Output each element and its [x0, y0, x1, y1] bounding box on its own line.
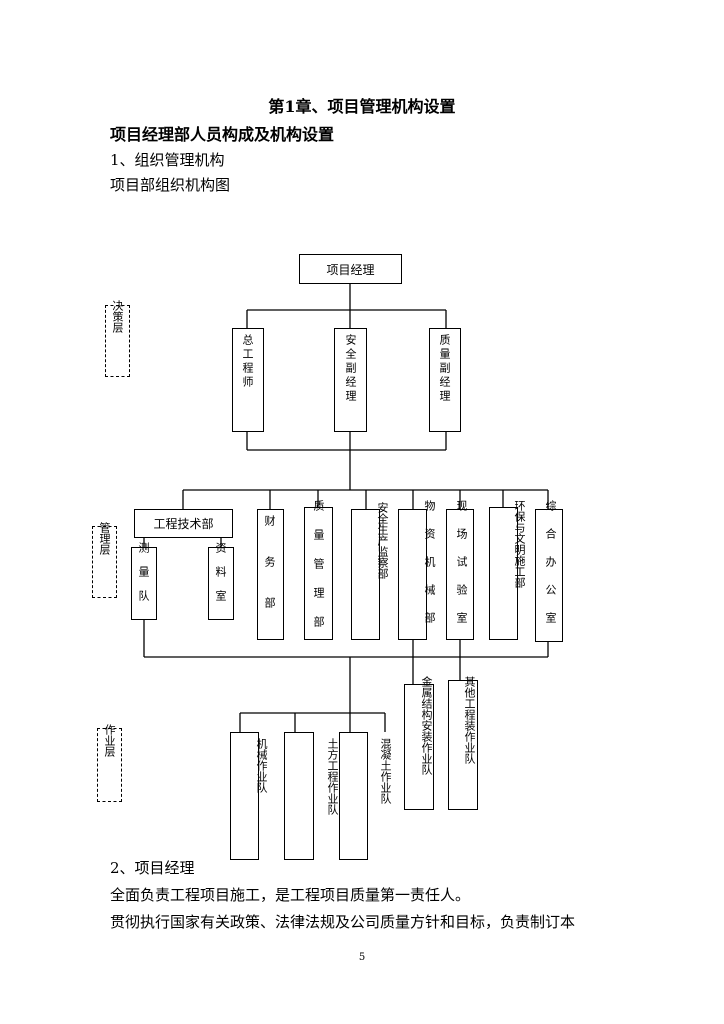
quality-mgmt-dept-label: 质量管理部	[312, 500, 325, 645]
engineering-dept-box	[134, 509, 233, 538]
quality-deputy-label: 质量副经理	[438, 334, 451, 404]
section-title: 项目经理部人员构成及机构设置	[110, 125, 335, 144]
env-civilized-dept-box	[489, 507, 518, 640]
materials-machinery-dept-box	[398, 509, 427, 640]
machinery-team-label: 机械作业队	[255, 738, 268, 793]
field-lab-label: 现场试验室	[455, 500, 468, 640]
metal-structure-team-label: 金属结构安装作业队	[420, 676, 433, 775]
paragraph-1: 全面负责工程项目施工，是工程项目质量第一责任人。	[110, 886, 471, 904]
earthwork-team-box	[339, 732, 368, 860]
quality-mgmt-dept-box	[304, 507, 333, 640]
layer-decision-box	[105, 305, 130, 377]
safety-deputy-label: 安全副经理	[344, 334, 357, 404]
field-lab-box	[446, 509, 474, 640]
chapter-title: 第1章、项目管理机构设置	[268, 97, 456, 116]
other-works-team-label: 其他工程装作业队	[463, 676, 476, 764]
safety-deputy-box	[334, 328, 367, 432]
unnamed-team-box	[284, 732, 314, 860]
earthwork-team-label: 土方工程作业队	[326, 738, 339, 815]
chief-engineer-label: 总工程师	[241, 334, 254, 390]
chief-engineer-box	[232, 328, 264, 432]
layer-operation-label: 作业层	[103, 724, 116, 757]
general-office-label: 综合办公室	[544, 500, 557, 640]
layer-operation-box	[97, 728, 122, 802]
item-org-management: 1、组织管理机构	[110, 151, 225, 169]
concrete-team-label: 混凝土作业队	[379, 738, 392, 804]
layer-management-box	[92, 526, 117, 598]
records-room-label: 资料室	[214, 542, 227, 614]
materials-machinery-dept-label: 物资机械部	[423, 500, 436, 640]
survey-team-label: 测量队	[137, 542, 150, 614]
env-civilized-dept-label: 环保与文明施工部	[513, 500, 526, 588]
item-project-manager: 2、项目经理	[110, 859, 195, 877]
project-manager-label: 项目经理	[326, 263, 375, 277]
survey-team-box	[131, 547, 157, 620]
general-office-box	[535, 509, 563, 642]
safety-inspection-dept-box	[351, 509, 380, 640]
engineering-dept-label: 工程技术部	[153, 517, 214, 531]
project-manager-box	[299, 254, 402, 284]
page-number: 5	[358, 952, 366, 963]
safety-inspection-dept-label: 安全生产监察部	[376, 502, 389, 579]
other-works-team-box	[448, 680, 478, 810]
finance-dept-box	[257, 509, 284, 640]
layer-decision-label: 决策层	[111, 300, 124, 333]
machinery-team-box	[230, 732, 259, 860]
quality-deputy-box	[429, 328, 461, 432]
chart-caption: 项目部组织机构图	[110, 176, 231, 194]
records-room-box	[208, 547, 234, 620]
layer-management-label: 管理层	[98, 522, 111, 555]
metal-structure-team-box	[404, 684, 434, 810]
finance-dept-label: 财务部	[263, 515, 276, 638]
paragraph-2: 贯彻执行国家有关政策、法律法规及公司质量方针和目标，负责制订本	[110, 913, 576, 931]
